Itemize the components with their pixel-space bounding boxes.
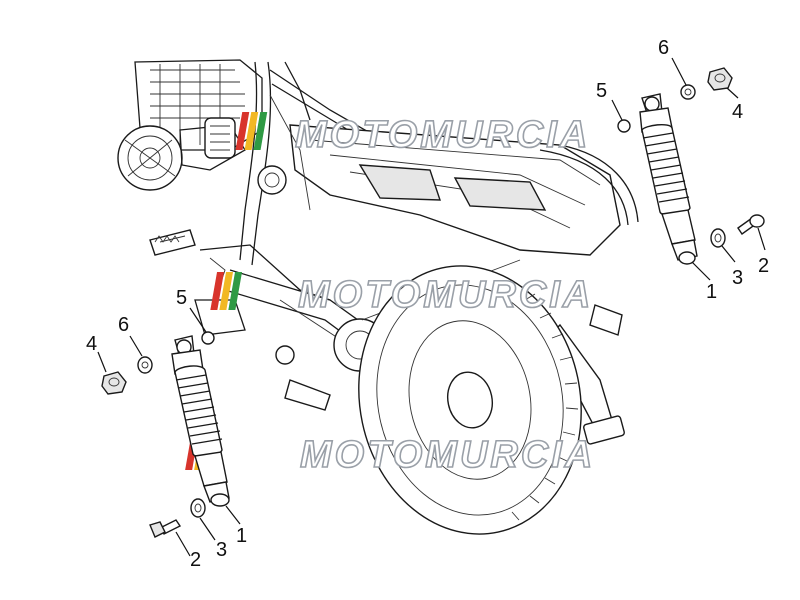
watermark-middle: MOTOMURCIA xyxy=(210,272,593,317)
left-small-washer xyxy=(201,331,215,345)
watermark-text-middle: MOTOMURCIA xyxy=(298,274,593,316)
left-bolt xyxy=(149,519,182,538)
left-nut xyxy=(101,371,127,395)
callout-left-small-washer: 5 xyxy=(176,287,187,309)
callout-right-small-washer: 5 xyxy=(596,80,607,102)
callout-left-nut: 4 xyxy=(86,333,97,355)
right-shock-assembly: 1 2 3 4 5 6 xyxy=(596,37,769,303)
watermark-text-bottom: MOTOMURCIA xyxy=(300,434,595,476)
callout-left-top-washer: 6 xyxy=(118,314,129,336)
callout-left-shock: 1 xyxy=(236,525,247,547)
callout-right-shock: 1 xyxy=(706,281,717,303)
left-shock-absorber xyxy=(171,335,230,507)
left-shock-assembly: 1 2 3 4 5 6 xyxy=(86,287,247,571)
right-shock-absorber xyxy=(639,93,698,265)
right-nut xyxy=(707,67,733,91)
callout-right-top-washer: 6 xyxy=(658,37,669,59)
watermark-bottom: MOTOMURCIA xyxy=(185,432,595,477)
right-small-washer xyxy=(617,119,631,133)
callout-right-bolt: 2 xyxy=(758,255,769,277)
watermark-top: MOTOMURCIA xyxy=(235,112,590,157)
right-top-washer xyxy=(680,84,696,100)
left-top-washer xyxy=(137,356,153,374)
callout-left-bolt: 2 xyxy=(190,549,201,571)
callout-right-washer: 3 xyxy=(732,267,743,289)
watermark-text-top: MOTOMURCIA xyxy=(295,114,590,156)
right-bolt xyxy=(737,214,765,235)
right-washer xyxy=(710,228,726,248)
left-washer xyxy=(190,498,206,518)
motorcycle-frame-drawing xyxy=(117,59,639,535)
callout-left-washer: 3 xyxy=(216,539,227,561)
callout-right-nut: 4 xyxy=(732,101,743,123)
